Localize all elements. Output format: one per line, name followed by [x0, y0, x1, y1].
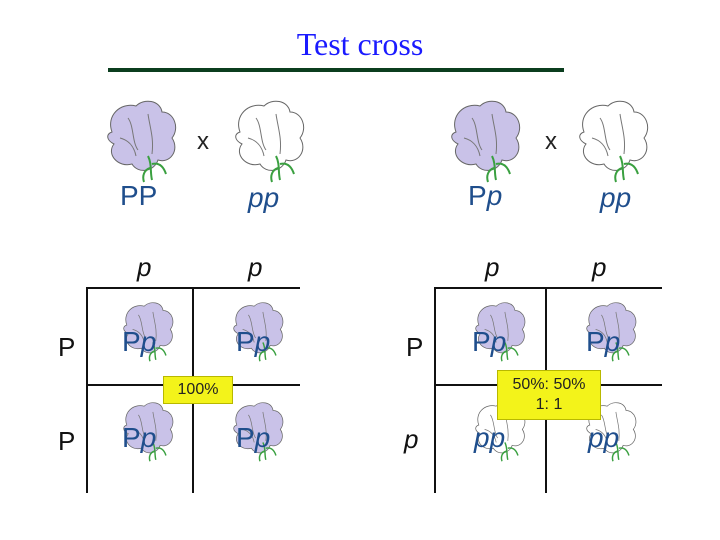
parent2-genotype: pp — [248, 182, 279, 214]
punnett-cell: Pp — [586, 326, 620, 358]
purple-flower-icon — [448, 98, 528, 188]
gamete-top: p — [248, 252, 262, 283]
cross-sign: x — [197, 128, 209, 156]
white-flower-icon — [576, 98, 656, 188]
parent2-genotype: pp — [600, 182, 631, 214]
gamete-top: p — [485, 252, 499, 283]
gamete-side: p — [404, 424, 418, 455]
gamete-top: p — [137, 252, 151, 283]
gamete-top: p — [592, 252, 606, 283]
punnett-cell: Pp — [472, 326, 506, 358]
gamete-side: P — [58, 426, 75, 457]
purple-flower-icon — [104, 98, 184, 188]
gamete-side: P — [58, 332, 75, 363]
punnett-cell: pp — [474, 422, 505, 454]
ratio-callout: 50%: 50% 1: 1 — [497, 370, 601, 420]
title-underline — [108, 68, 564, 72]
punnett-cell: Pp — [236, 422, 270, 454]
ratio-callout-line: 1: 1 — [498, 395, 600, 415]
parent1-genotype: PP — [120, 180, 157, 212]
white-flower-icon — [232, 98, 312, 188]
gamete-side: P — [406, 332, 423, 363]
punnett-cell: Pp — [122, 422, 156, 454]
punnett-cell: Pp — [236, 326, 270, 358]
parent1-genotype: Pp — [468, 180, 502, 212]
page-title: Test cross — [0, 26, 720, 63]
ratio-callout-line: 50%: 50% — [498, 375, 600, 395]
punnett-cell: pp — [588, 422, 619, 454]
ratio-callout: 100% — [163, 376, 233, 404]
cross-sign: x — [545, 128, 557, 156]
punnett-cell: Pp — [122, 326, 156, 358]
